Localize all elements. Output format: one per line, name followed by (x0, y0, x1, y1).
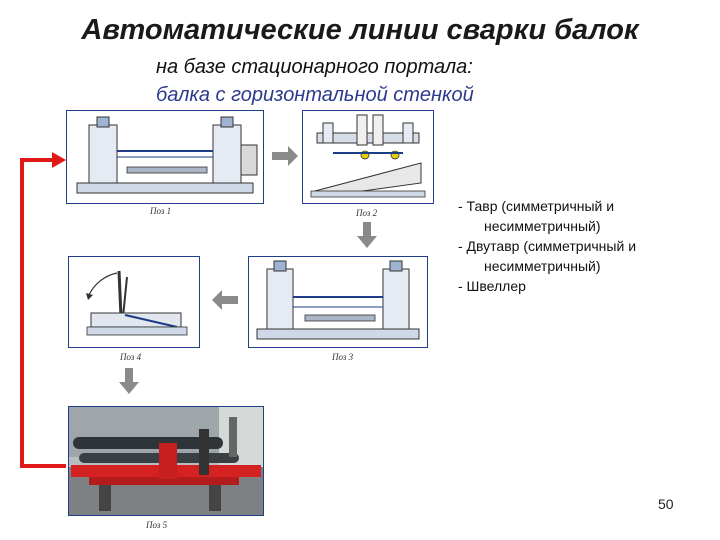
beam-types-list: - Тавр (симметричный и несимметричный) -… (458, 196, 636, 296)
list-item: - Тавр (симметричный и (458, 198, 615, 214)
tilter-drawing-4 (86, 270, 188, 336)
photo-position-5 (68, 406, 264, 516)
slide-title: Автоматические линии сварки балок (81, 14, 639, 46)
caption-position-1: Поз 1 (150, 206, 172, 216)
caption-position-3: Поз 3 (332, 352, 354, 362)
diagram-position-4 (68, 256, 200, 348)
arrow-down-icon (119, 368, 139, 394)
diagram-position-2 (302, 110, 434, 204)
arrow-left-icon (212, 290, 238, 310)
arrow-down-icon (357, 222, 377, 248)
list-item: - Двутавр (симметричный и (458, 238, 637, 254)
portal-drawing-2 (310, 114, 426, 198)
diagram-position-1 (66, 110, 264, 204)
subtitle-line-1: на базе стационарного портала: (156, 56, 473, 78)
portal-drawing-3 (256, 260, 420, 340)
list-item: несимметричный) (484, 218, 601, 234)
diagram-position-3 (248, 256, 428, 348)
return-loop-arrow-icon (20, 152, 66, 468)
portal-drawing-1 (76, 116, 258, 194)
arrow-right-icon (272, 146, 298, 166)
list-item: несимметричный) (484, 258, 601, 274)
caption-position-5: Поз 5 (146, 520, 168, 530)
welding-line-photo (69, 407, 263, 515)
page-number: 50 (658, 496, 674, 512)
caption-position-2: Поз 2 (356, 208, 378, 218)
list-item: - Швеллер (458, 278, 526, 294)
caption-position-4: Поз 4 (120, 352, 142, 362)
subtitle-line-2: балка с горизонтальной стенкой (156, 84, 474, 106)
